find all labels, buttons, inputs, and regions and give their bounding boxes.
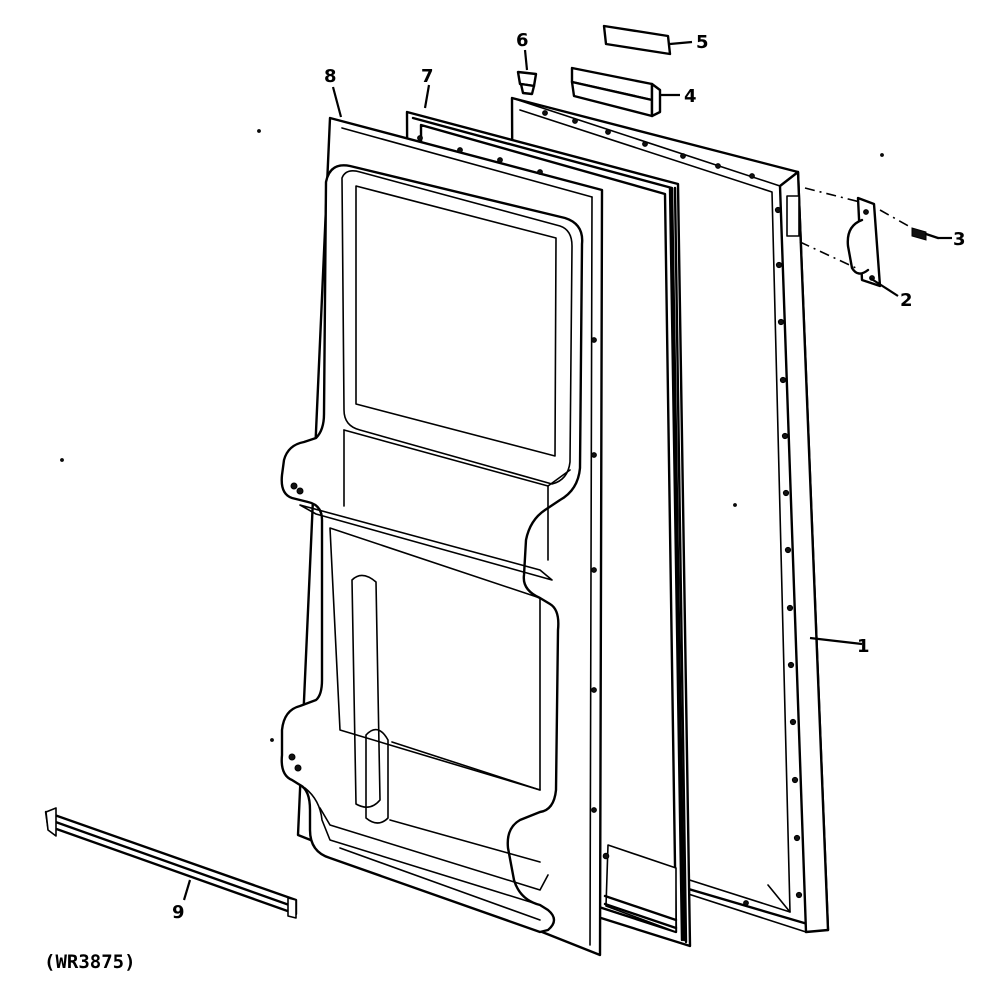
callout-3: 3 bbox=[953, 229, 966, 250]
part-3-screw bbox=[911, 227, 940, 241]
callout-leaders bbox=[182, 40, 952, 901]
callout-9: 9 bbox=[172, 902, 185, 923]
drawing-code: (WR3875) bbox=[44, 951, 136, 973]
part-1-screw-holes bbox=[542, 110, 803, 906]
part-9-trim-strip bbox=[44, 807, 298, 919]
part-8-door-liner bbox=[280, 116, 604, 957]
scan-specks bbox=[60, 129, 884, 742]
part-4-hinge-cover bbox=[570, 66, 662, 118]
callout-1: 1 bbox=[857, 636, 870, 657]
callout-4: 4 bbox=[684, 86, 697, 107]
callout-5: 5 bbox=[696, 32, 709, 53]
callout-7: 7 bbox=[421, 66, 434, 87]
assembly-guide-lines bbox=[799, 187, 913, 269]
part-6-plug bbox=[516, 70, 538, 96]
part-5-trim-piece bbox=[602, 24, 672, 56]
callout-2: 2 bbox=[900, 290, 913, 311]
callout-8: 8 bbox=[324, 66, 337, 87]
callout-6: 6 bbox=[516, 30, 529, 51]
part-2-door-handle bbox=[846, 196, 882, 288]
